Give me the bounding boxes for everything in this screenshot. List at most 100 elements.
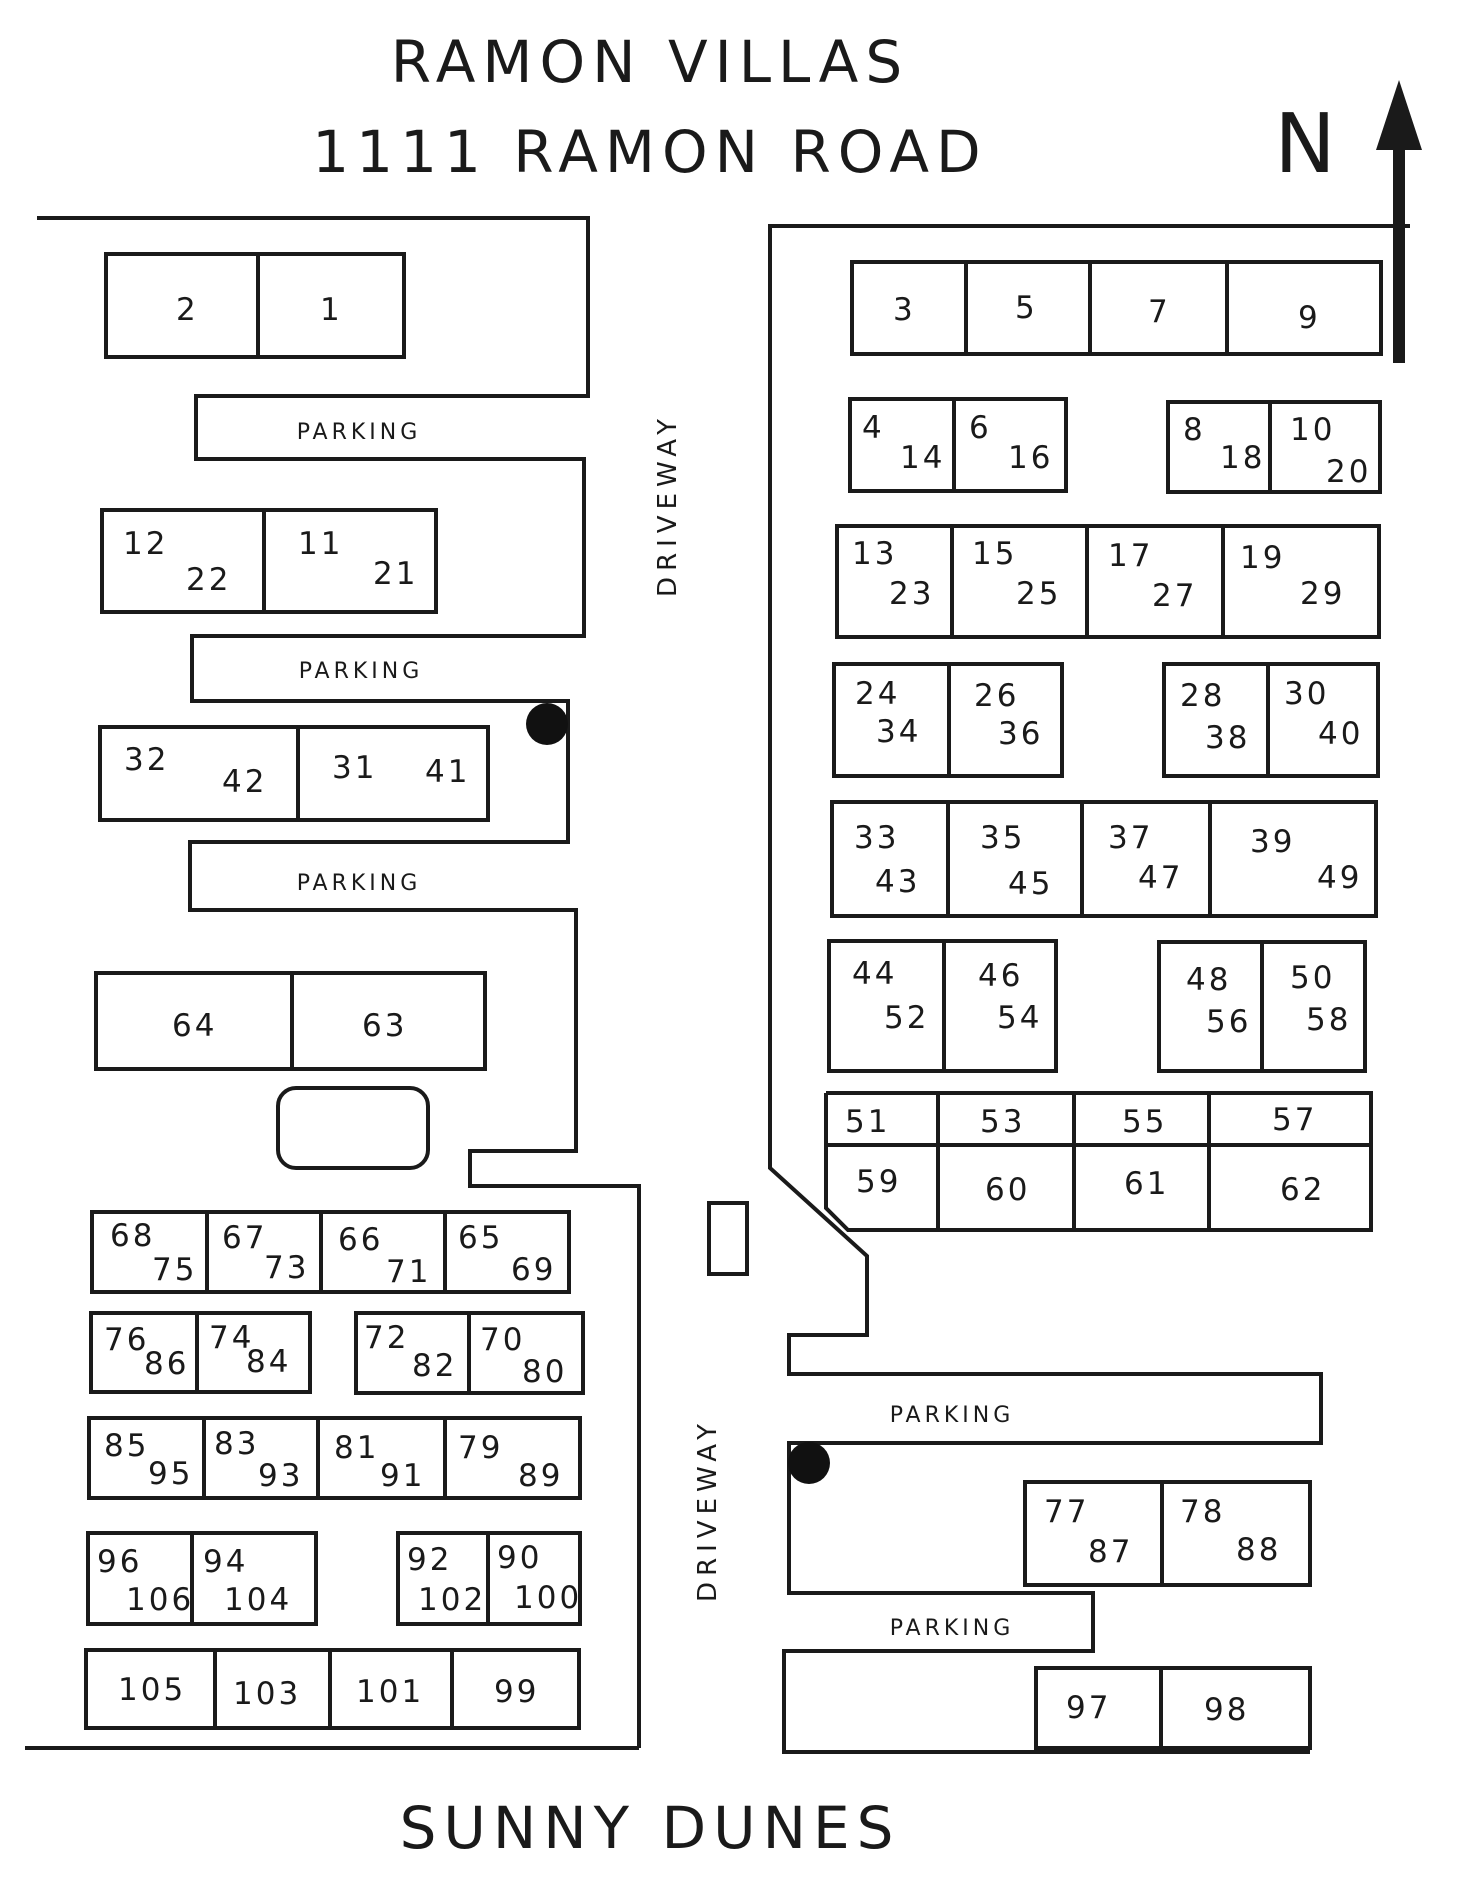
unit-9: 9 (1298, 300, 1321, 336)
unit-box-94-104 (190, 1531, 318, 1626)
unit-87: 87 (1088, 1534, 1133, 1570)
unit-101: 101 (356, 1674, 424, 1710)
unit-15: 15 (972, 536, 1017, 572)
unit-22: 22 (186, 562, 231, 598)
unit-42: 42 (222, 764, 267, 800)
unit-17: 17 (1108, 538, 1153, 574)
unit-box-74-84 (195, 1311, 312, 1394)
unit-box-70-80 (467, 1311, 585, 1395)
unit-79: 79 (458, 1430, 503, 1466)
unit-box-11-21 (262, 508, 438, 614)
unit-95: 95 (148, 1456, 193, 1492)
unit-box-51-59 (824, 1091, 940, 1232)
unit-29: 29 (1300, 576, 1345, 612)
right-block-outline (768, 224, 1410, 1754)
unit-82: 82 (412, 1348, 457, 1384)
driveway-label-1: DRIVEWAY (653, 413, 683, 597)
unit-23: 23 (889, 576, 934, 612)
parking-label-2: PARKING (299, 659, 424, 684)
unit-11: 11 (298, 526, 343, 562)
unit-box-31-41 (296, 725, 490, 822)
unit-49: 49 (1317, 860, 1362, 896)
unit-78: 78 (1180, 1494, 1225, 1530)
unit-81: 81 (334, 1430, 379, 1466)
unit-39: 39 (1250, 824, 1295, 860)
unit-7: 7 (1148, 294, 1171, 330)
unit-5: 5 (1015, 290, 1038, 326)
unit-19: 19 (1240, 540, 1285, 576)
landscape-island (276, 1086, 430, 1170)
unit-box-65-69 (443, 1210, 571, 1294)
unit-box-6-16 (952, 397, 1068, 493)
unit-10: 10 (1290, 412, 1335, 448)
unit-32: 32 (124, 742, 169, 778)
left-block-outline (37, 216, 641, 1748)
unit-89: 89 (518, 1458, 563, 1494)
unit-100: 100 (514, 1580, 582, 1616)
unit-56: 56 (1206, 1004, 1251, 1040)
north-label: N (1274, 97, 1335, 192)
unit-48: 48 (1186, 962, 1231, 998)
unit-93: 93 (258, 1458, 303, 1494)
unit-41: 41 (425, 754, 470, 790)
unit-76: 76 (104, 1322, 149, 1358)
unit-38: 38 (1205, 720, 1250, 756)
unit-77: 77 (1044, 1494, 1089, 1530)
unit-104: 104 (224, 1582, 292, 1618)
unit-74: 74 (209, 1320, 254, 1356)
unit-103: 103 (233, 1676, 301, 1712)
unit-20: 20 (1326, 454, 1371, 490)
unit-box-39-49 (1208, 800, 1378, 918)
unit-14: 14 (900, 440, 945, 476)
driveway-label-2: DRIVEWAY (693, 1418, 723, 1602)
unit-box-90-100 (486, 1531, 582, 1626)
unit-box-9 (1225, 260, 1383, 356)
parking-label-3: PARKING (297, 871, 422, 896)
unit-box-50-58 (1260, 940, 1367, 1073)
unit-46: 46 (978, 958, 1023, 994)
unit-102: 102 (418, 1582, 486, 1618)
unit-37: 37 (1108, 820, 1153, 856)
unit-91: 91 (380, 1458, 425, 1494)
unit-47: 47 (1138, 860, 1183, 896)
site-outline (25, 216, 1410, 1754)
unit-59: 59 (856, 1164, 901, 1200)
unit-84: 84 (246, 1344, 291, 1380)
unit-2: 2 (176, 292, 199, 328)
unit-68: 68 (110, 1218, 155, 1254)
building-units: 2 1 3 5 7 9 4 14 6 16 8 18 10 20 12 22 1… (84, 252, 1383, 1750)
unit-97: 97 (1066, 1690, 1111, 1726)
unit-1: 1 (320, 292, 343, 328)
unit-43: 43 (875, 864, 920, 900)
unit-box-79-89 (443, 1416, 582, 1500)
unit-box-30-40 (1266, 662, 1380, 778)
unit-12: 12 (123, 526, 168, 562)
unit-105: 105 (118, 1672, 186, 1708)
unit-63: 63 (362, 1008, 407, 1044)
unit-53: 53 (980, 1104, 1025, 1140)
unit-box-78-88 (1160, 1480, 1312, 1587)
unit-67: 67 (222, 1220, 267, 1256)
unit-71: 71 (386, 1254, 431, 1290)
unit-58: 58 (1306, 1002, 1351, 1038)
unit-box-63 (290, 971, 487, 1071)
unit-99: 99 (494, 1674, 539, 1710)
unit-25: 25 (1016, 576, 1061, 612)
unit-54: 54 (997, 1000, 1042, 1036)
unit-66: 66 (338, 1222, 383, 1258)
unit-80: 80 (522, 1354, 567, 1390)
unit-83: 83 (214, 1426, 259, 1462)
unit-85: 85 (104, 1428, 149, 1464)
unit-35: 35 (980, 820, 1025, 856)
parking-label-4: PARKING (890, 1403, 1015, 1428)
title-line-2: 1111 RAMON ROAD (312, 118, 987, 186)
unit-box-10-20 (1268, 400, 1382, 494)
hydrant-icon (526, 703, 568, 745)
unit-box-99 (450, 1648, 581, 1730)
unit-86: 86 (144, 1346, 189, 1382)
unit-94: 94 (203, 1544, 248, 1580)
unit-69: 69 (511, 1252, 556, 1288)
unit-34: 34 (876, 714, 921, 750)
unit-50: 50 (1290, 960, 1335, 996)
